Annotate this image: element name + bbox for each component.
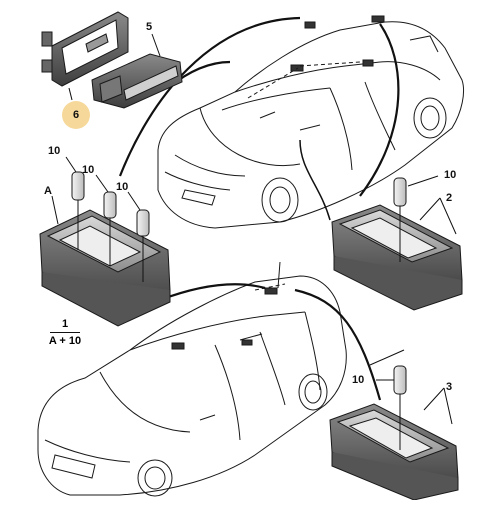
- car-estate: [38, 262, 346, 496]
- label-part-5: 5: [146, 21, 153, 33]
- legend-top: 1: [61, 318, 69, 330]
- lamp-2-housing: [332, 205, 462, 310]
- legend-bottom: A + 10: [48, 335, 82, 347]
- lamp-a-bulbs: [72, 172, 149, 236]
- lamp-2-bulb: [394, 178, 406, 206]
- lamp-a-leaders: [52, 157, 143, 282]
- car-hatchback: [158, 16, 464, 228]
- label-part-10-d: 10: [444, 169, 457, 181]
- leader-5: [152, 34, 160, 56]
- label-part-6: 6: [72, 109, 80, 121]
- label-part-10-c: 10: [116, 181, 129, 193]
- lamp-3-housing: [330, 404, 458, 500]
- part-6-frame: [42, 12, 128, 86]
- part-5-switch: [92, 54, 182, 108]
- lamp-a-housing: [40, 210, 170, 326]
- label-part-10-a: 10: [48, 145, 61, 157]
- lamp-3-leaders: [370, 350, 452, 450]
- legend-kit: 1 A + 10: [40, 318, 90, 347]
- label-part-10-e: 10: [352, 374, 365, 386]
- lamp-2-leaders: [400, 176, 456, 262]
- legend-rule: [50, 332, 80, 333]
- label-part-a: A: [44, 185, 52, 197]
- part-6-callout: 6: [62, 101, 90, 129]
- leader-6: [69, 88, 72, 100]
- label-part-2: 2: [446, 192, 453, 204]
- label-part-10-b: 10: [82, 164, 95, 176]
- label-part-3: 3: [446, 381, 453, 393]
- lamp-3-bulb: [394, 366, 406, 394]
